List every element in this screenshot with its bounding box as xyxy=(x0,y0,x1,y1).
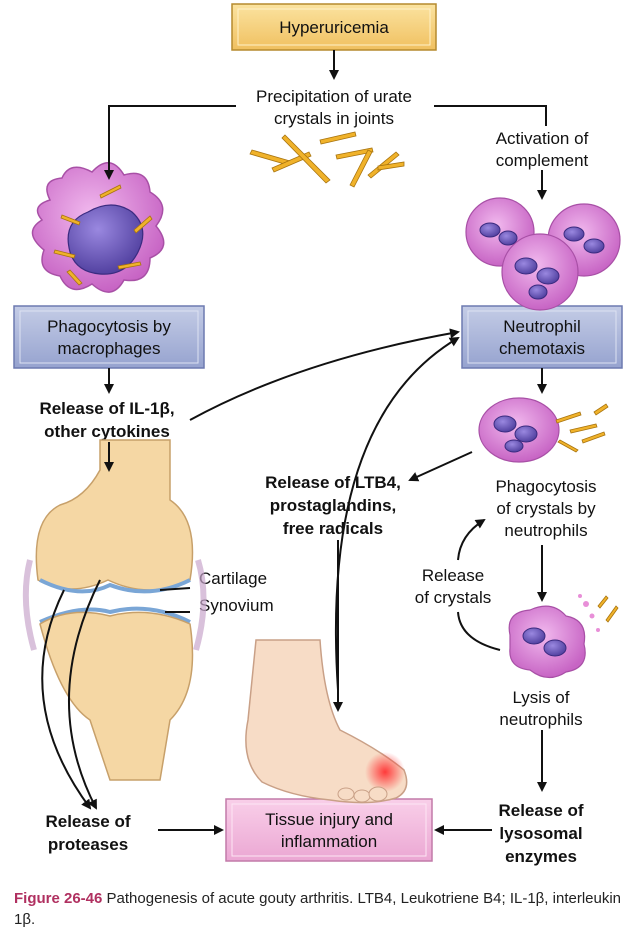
hyperuricemia-label: Hyperuricemia xyxy=(279,18,389,37)
hyperuricemia-box: Hyperuricemia xyxy=(231,3,437,51)
phagocytosis-neut-line1: Phagocytosis xyxy=(495,477,596,496)
neutrophil-chemo-line2: chemotaxis xyxy=(499,339,585,358)
knee-joint-illustration xyxy=(22,439,207,781)
phagocytosis-macro-line1: Phagocytosis by xyxy=(47,317,171,336)
figure-label: Figure 26-46 xyxy=(14,890,103,907)
macrophage-illustration xyxy=(31,162,165,293)
neutrophils-illustration xyxy=(465,197,621,311)
neutrophil-chemo-line1: Neutrophil xyxy=(503,317,581,336)
release-ltb4-line1: Release of LTB4, xyxy=(265,473,401,492)
activation-line1: Activation of xyxy=(496,129,589,148)
release-il1-line2: other cytokines xyxy=(44,422,170,441)
neutrophil-lysis-illustration xyxy=(508,594,619,679)
phagocytosis-macro-line2: macrophages xyxy=(57,339,160,358)
tissue-injury-line2: inflammation xyxy=(281,832,377,851)
precipitation-line2: crystals in joints xyxy=(274,109,394,128)
lysis-line2: neutrophils xyxy=(499,710,582,729)
figure-caption: Figure 26-46 Pathogenesis of acute gouty… xyxy=(14,888,626,930)
release-crystals-line2: of crystals xyxy=(415,588,492,607)
release-lysosomal-line2: lysosomal xyxy=(499,824,582,843)
release-lysosomal-line1: Release of xyxy=(498,801,583,820)
release-lysosomal-line3: enzymes xyxy=(505,847,577,866)
neutrophil-chemotaxis-box: Neutrophil chemotaxis xyxy=(461,305,623,369)
neutrophil-phagocytosis-illustration xyxy=(478,397,609,463)
phagocytosis-neut-line3: neutrophils xyxy=(504,521,587,540)
phagocytosis-neut-line2: of crystals by xyxy=(496,499,596,518)
release-ltb4-line2: prostaglandins, xyxy=(270,496,397,515)
release-proteases-line1: Release of xyxy=(45,812,130,831)
synovium-label: Synovium xyxy=(199,596,274,615)
caption-text: Pathogenesis of acute gouty arthritis. L… xyxy=(14,890,622,928)
foot-illustration xyxy=(245,639,408,804)
activation-line2: complement xyxy=(496,151,589,170)
release-il1-line1: Release of IL-1β, xyxy=(39,399,174,418)
urate-crystals-illustration xyxy=(249,131,405,188)
phagocytosis-macrophages-box: Phagocytosis by macrophages xyxy=(13,305,205,369)
flow-arrows xyxy=(41,50,547,835)
lysis-line1: Lysis of xyxy=(512,688,569,707)
release-crystals-line1: Release xyxy=(422,566,484,585)
release-ltb4-line3: free radicals xyxy=(283,519,383,538)
tissue-injury-box: Tissue injury and inflammation xyxy=(225,798,433,862)
cartilage-label: Cartilage xyxy=(199,569,267,588)
precipitation-line1: Precipitation of urate xyxy=(256,87,412,106)
release-proteases-line2: proteases xyxy=(48,835,128,854)
inflamed-toe xyxy=(365,752,405,792)
tissue-injury-line1: Tissue injury and xyxy=(265,810,393,829)
